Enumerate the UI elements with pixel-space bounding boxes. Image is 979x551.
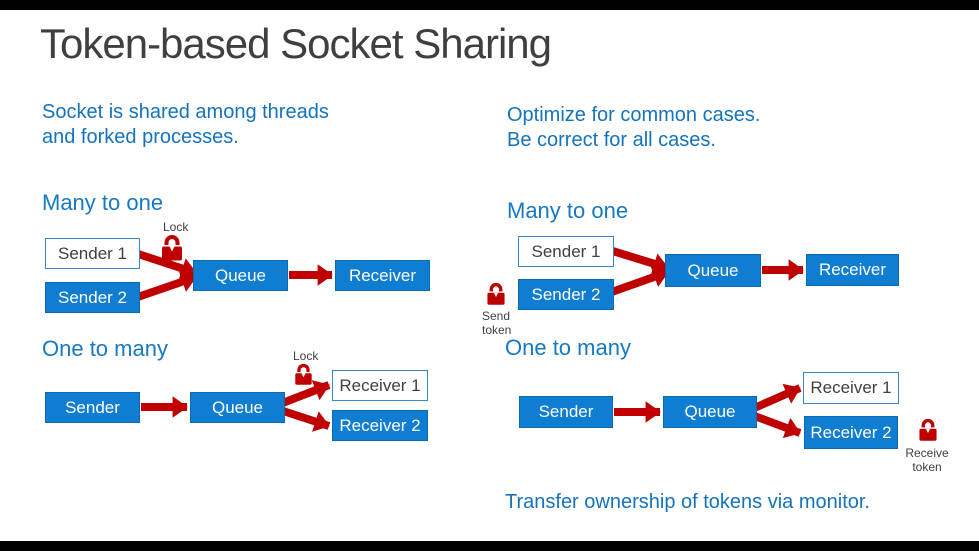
slide-title: Token-based Socket Sharing bbox=[40, 20, 552, 67]
receive-token-label: Receive token bbox=[901, 446, 953, 474]
heading-many-to-one-right: Many to one bbox=[507, 198, 629, 223]
box-receiver1-left: Receiver 1 bbox=[332, 370, 428, 401]
right-intro-line2: Be correct for all cases. bbox=[507, 129, 716, 151]
box-receiver1-right: Receiver 1 bbox=[803, 372, 899, 404]
box-queue-left-o2m: Queue bbox=[190, 392, 285, 423]
arrow-left-queue-to-receiver1 bbox=[278, 380, 331, 408]
lock-label-left-one-to-many: Lock bbox=[293, 349, 319, 363]
send-token-line2: token bbox=[482, 323, 512, 337]
left-intro-text: Socket is shared among threads and forke… bbox=[42, 100, 329, 150]
receive-token-lock-icon bbox=[916, 418, 940, 441]
box-queue-right-m2o: Queue bbox=[665, 254, 761, 287]
heading-one-to-many-left: One to many bbox=[42, 336, 168, 361]
box-queue-left-m2o: Queue bbox=[193, 260, 288, 291]
box-sender2-left: Sender 2 bbox=[45, 282, 140, 313]
box-sender2-right: Sender 2 bbox=[518, 279, 614, 310]
heading-many-to-one-left: Many to one bbox=[42, 190, 164, 215]
box-receiver-right-m2o: Receiver bbox=[806, 254, 899, 286]
box-receiver2-right: Receiver 2 bbox=[804, 416, 898, 449]
arrow-left-sender2-to-queue bbox=[130, 271, 198, 303]
arrow-right-queue-to-receiver2 bbox=[750, 411, 802, 439]
arrow-right-queue-to-receiver1 bbox=[750, 383, 802, 413]
left-intro-line2: and forked processes. bbox=[42, 126, 239, 148]
lock-icon-left-one-to-many bbox=[292, 363, 315, 385]
heading-one-to-many-right: One to many bbox=[505, 335, 631, 360]
lock-label-left-many-to-one: Lock bbox=[163, 220, 189, 234]
arrow-right-sender1-to-queue bbox=[604, 245, 670, 275]
box-sender-left-o2m: Sender bbox=[45, 392, 140, 423]
right-intro-line1: Optimize for common cases. bbox=[507, 104, 761, 126]
bottom-letterbox-bar bbox=[0, 541, 979, 551]
box-sender1-left: Sender 1 bbox=[45, 238, 140, 269]
box-receiver2-left: Receiver 2 bbox=[332, 410, 428, 441]
send-token-line1: Send bbox=[482, 309, 511, 323]
receive-token-line1: Receive bbox=[905, 446, 949, 460]
receive-token-line2: token bbox=[912, 460, 942, 474]
arrow-left-queue-to-receiver2 bbox=[278, 406, 331, 432]
arrow-right-sender2-to-queue bbox=[604, 266, 670, 298]
right-intro-text: Optimize for common cases. Be correct fo… bbox=[507, 103, 760, 153]
send-token-label: Send token bbox=[482, 309, 511, 337]
box-queue-right-o2m: Queue bbox=[663, 396, 757, 428]
box-receiver-left-m2o: Receiver bbox=[335, 260, 430, 291]
left-intro-line1: Socket is shared among threads bbox=[42, 101, 329, 123]
top-letterbox-bar bbox=[0, 0, 979, 10]
box-sender-right-o2m: Sender bbox=[519, 396, 613, 428]
box-sender1-right: Sender 1 bbox=[518, 236, 614, 267]
lock-icon-left-many-to-one bbox=[158, 234, 186, 261]
send-token-lock-icon bbox=[484, 282, 508, 305]
footer-text: Transfer ownership of tokens via monitor… bbox=[505, 491, 870, 513]
